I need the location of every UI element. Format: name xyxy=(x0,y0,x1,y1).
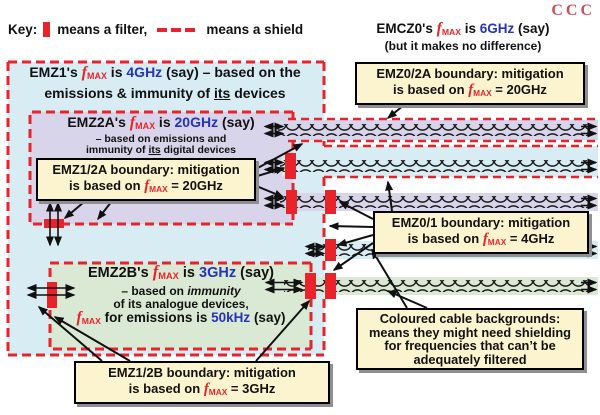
emz2b-line3: of its analogue devices, xyxy=(113,296,249,311)
callout-arrows xyxy=(37,100,428,362)
fmax-symbol: f xyxy=(203,381,209,397)
cable-2-pair xyxy=(280,160,590,172)
filter-cable3-emz1 xyxy=(325,190,336,214)
emz1-border xyxy=(6,60,326,357)
shield-cable-2 xyxy=(324,144,598,179)
emz2b-title: EMZ2B's fMAX is 3GHz (say) – based on im… xyxy=(52,263,310,329)
emcz0-line1: EMCZ0's fMAX is 6GHz (say) xyxy=(376,20,550,37)
fmax-symbol: f xyxy=(436,20,442,37)
filter-cable5-emz1 xyxy=(325,273,336,299)
emz1-title: EMZ1's fMAX is 4GHz (say) – based on the… xyxy=(10,64,320,102)
fmax-symbol: f xyxy=(482,231,488,247)
fmax-symbol: f xyxy=(152,262,159,281)
fmax-symbol: f xyxy=(81,64,88,81)
emz2a-border xyxy=(28,110,295,226)
emz2a-line1: EMZ2A's fMAX is 20GHz (say) xyxy=(67,114,255,131)
shield-dashes-icon xyxy=(157,27,199,32)
zone-emz2b xyxy=(50,263,311,349)
fmax-symbol: f xyxy=(129,114,136,131)
emz2b-border xyxy=(48,261,313,351)
emz2a-line3: immunity of its digital devices xyxy=(86,143,236,156)
callout-emz1-2a-boundary: EMZ1/2A boundary: mitigation is based on… xyxy=(36,158,256,201)
key-label: Key: xyxy=(8,22,38,37)
emz1-line1: EMZ1's fMAX is 4GHz (say) – based on the xyxy=(29,64,301,81)
ccc-logo: CCC xyxy=(551,2,595,19)
filter-cable3-emz2a xyxy=(286,190,297,214)
emz2b-line2: – based on immunity xyxy=(121,284,241,299)
emz2a-title: EMZ2A's fMAX is 20GHz (say) – based on e… xyxy=(31,114,291,156)
cable-shields xyxy=(288,117,598,179)
emz1-line2: emissions & immunity of its devices xyxy=(44,84,286,101)
filter-icon xyxy=(43,22,51,37)
emz2a-line2: – based on emissions and xyxy=(95,132,227,145)
filter-cable5-emz2b xyxy=(305,273,316,299)
emz2b-line1: EMZ2B's fMAX is 3GHz (say) xyxy=(88,262,274,282)
fmax-symbol: f xyxy=(144,178,150,194)
zone-borders xyxy=(6,60,326,357)
callout-coloured-cables: Coloured cable backgrounds: means they m… xyxy=(356,308,584,370)
key-shield-label: means a shield xyxy=(206,22,304,37)
emz2b-line4: fMAX for emissions is 50kHz (say) xyxy=(76,309,286,327)
cable-3-pair xyxy=(280,196,590,208)
filter-emz2a-bottom xyxy=(44,219,64,228)
emcz0-note: (but it makes no difference) xyxy=(384,38,542,53)
legend-key: Key: means a filter, means a shield xyxy=(8,22,303,37)
cable-1-pair xyxy=(278,124,590,136)
callout-emz0-2a-boundary: EMZ0/2A boundary: mitigation is based on… xyxy=(355,62,585,105)
filter-cable2-emz2a xyxy=(285,153,296,179)
fmax-symbol: f xyxy=(468,82,474,98)
fmax-symbol: f xyxy=(76,309,82,327)
callout-emz1-2b-boundary: EMZ1/2B boundary: mitigation is based on… xyxy=(74,361,330,404)
key-filter-label: means a filter, xyxy=(57,22,148,37)
cable-5-pair xyxy=(284,280,590,292)
callout-emz0-1-boundary: EMZ0/1 boundary: mitigation is based on … xyxy=(373,211,589,254)
filter-cable4-emz1 xyxy=(325,239,336,261)
emcz0-heading: EMCZ0's fMAX is 6GHz (say) (but it makes… xyxy=(337,21,589,53)
